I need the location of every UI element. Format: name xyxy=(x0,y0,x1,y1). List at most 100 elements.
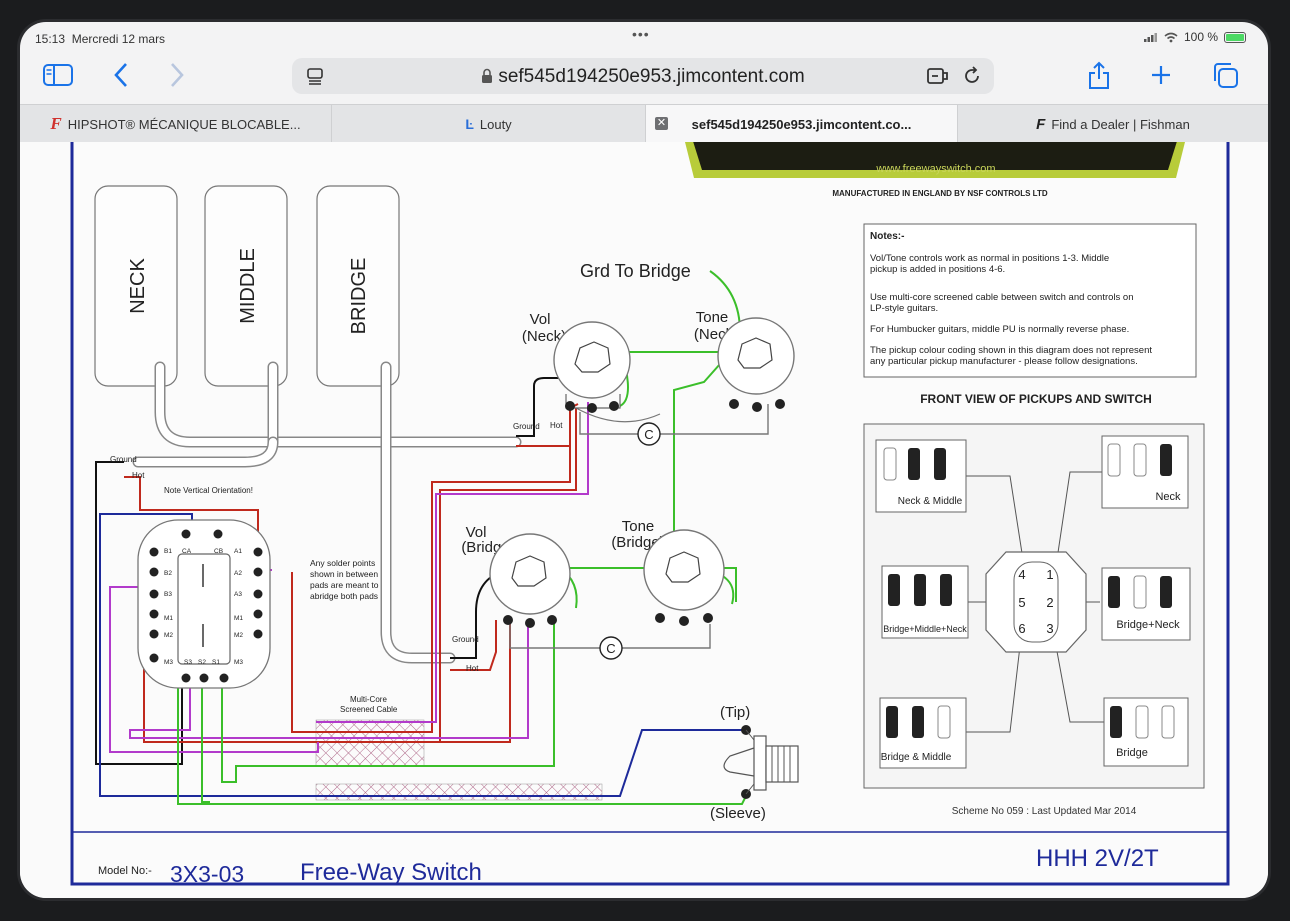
website-text: www.freewayswitch.com xyxy=(875,163,995,175)
position-bridge-middle: Bridge & Middle xyxy=(879,697,967,769)
config-name: HHH 2V/2T xyxy=(1036,845,1159,872)
share-icon[interactable] xyxy=(1084,52,1114,98)
position-bridge-middle-neck: Bridge+Middle+Neck xyxy=(881,565,969,639)
multitask-dots-icon[interactable]: ••• xyxy=(632,26,650,42)
battery-icon xyxy=(1224,31,1246,43)
tab-label: sef545d194250e953.jimcontent.co... xyxy=(691,116,912,132)
svg-text:2: 2 xyxy=(1046,595,1053,610)
browser-toolbar: sef545d194250e953.jimcontent.com xyxy=(20,52,1268,104)
reload-icon[interactable] xyxy=(962,66,982,86)
svg-text:Bridge & Middle: Bridge & Middle xyxy=(881,752,952,763)
svg-text:CB: CB xyxy=(214,548,223,555)
louty-favicon-icon: Ŀ xyxy=(465,116,474,132)
battery-percent: 100 % xyxy=(1183,30,1218,44)
svg-text:5: 5 xyxy=(1018,595,1025,610)
pot-label: Tone xyxy=(622,518,655,535)
svg-text:M3: M3 xyxy=(234,659,243,666)
forward-icon[interactable] xyxy=(162,52,192,98)
tip-label: (Tip) xyxy=(720,704,750,721)
notes-title: Notes:- xyxy=(870,231,904,242)
svg-text:Use multi-core screened cable: Use multi-core screened cable between sw… xyxy=(870,292,1134,303)
tab-label: HIPSHOT® MÉCANIQUE BLOCABLE... xyxy=(67,116,301,132)
freeway-switch-pads: B1 CA CB A1 B2 B3 M1 M2 M3 A2 A3 M1 M2 M… xyxy=(137,519,271,689)
new-tab-icon[interactable] xyxy=(1146,52,1176,98)
tab-label: Louty xyxy=(479,116,512,132)
svg-text:S1: S1 xyxy=(212,659,220,666)
pot-vol-bridge: Vol (Bridge) xyxy=(461,524,571,628)
wifi-icon xyxy=(1164,32,1178,42)
tab-fishman[interactable]: F Find a Dealer | Fishman xyxy=(958,105,1268,143)
pot-vol-neck: Vol (Neck) xyxy=(522,311,631,413)
position-bridge-neck: Bridge+Neck xyxy=(1101,567,1191,641)
position-bridge: Bridge xyxy=(1103,697,1189,767)
sidebar-toggle-icon[interactable] xyxy=(38,52,78,98)
address-bar[interactable]: sef545d194250e953.jimcontent.com xyxy=(292,58,994,94)
back-icon[interactable] xyxy=(106,52,136,98)
scheme-text: Scheme No 059 : Last Updated Mar 2014 xyxy=(952,806,1137,817)
pickup-label: MIDDLE xyxy=(237,248,259,324)
signal-icon xyxy=(1143,33,1157,42)
svg-text:A1: A1 xyxy=(234,548,242,555)
switch-front-view: 4 1 5 2 6 3 xyxy=(985,551,1087,653)
cable-label: Multi-Core xyxy=(350,695,387,704)
pot-label: Vol xyxy=(530,311,551,328)
model-number: 3X3-03 xyxy=(170,861,244,887)
svg-text:M3: M3 xyxy=(164,659,173,666)
svg-text:The pickup colour coding shown: The pickup colour coding shown in this d… xyxy=(870,345,1152,356)
position-neck: Neck xyxy=(1101,435,1189,509)
pickup-cables xyxy=(132,361,522,664)
status-time: 15:13 xyxy=(35,32,66,46)
solder-note: Any solder points shown in between pads … xyxy=(310,558,379,601)
svg-text:Bridge+Neck: Bridge+Neck xyxy=(1116,619,1180,631)
manufacturer-text: MANUFACTURED IN ENGLAND BY NSF CONTROLS … xyxy=(832,189,1047,198)
sleeve-label: (Sleeve) xyxy=(710,805,766,822)
svg-text:Neck: Neck xyxy=(1155,491,1181,503)
svg-text:LP-style guitars.: LP-style guitars. xyxy=(870,303,938,314)
fishman-favicon-icon: F xyxy=(1036,115,1046,133)
freeway-logo-banner: www.freewayswitch.com xyxy=(685,142,1185,178)
grd-to-bridge-label: Grd To Bridge xyxy=(580,261,691,281)
svg-text:4: 4 xyxy=(1018,567,1025,582)
ground-label-switch: Ground xyxy=(110,455,137,464)
product-name: Free-Way Switch xyxy=(300,859,482,886)
svg-text:M2: M2 xyxy=(234,632,243,639)
svg-text:abridge both pads: abridge both pads xyxy=(310,591,378,601)
svg-text:A3: A3 xyxy=(234,591,242,598)
close-tab-icon[interactable]: ✕ xyxy=(655,117,668,130)
svg-text:shown in between: shown in between xyxy=(310,569,378,579)
svg-text:S2: S2 xyxy=(198,659,206,666)
position-neck-middle: Neck & Middle xyxy=(875,439,967,513)
pot-tone-neck: Tone (Neck) xyxy=(694,309,795,412)
svg-text:B3: B3 xyxy=(164,591,172,598)
tab-hipshot[interactable]: F HIPSHOT® MÉCANIQUE BLOCABLE... xyxy=(20,105,332,143)
notes-box: Notes:- Vol/Tone controls work as normal… xyxy=(863,223,1197,378)
front-view-panel: 4 1 5 2 6 3 Neck & Middle xyxy=(863,423,1205,789)
svg-text:B1: B1 xyxy=(164,548,172,555)
status-date: Mercredi 12 mars xyxy=(71,32,166,46)
ground-label-neck: Ground xyxy=(513,422,540,431)
pot-label: Tone xyxy=(696,309,729,326)
svg-text:1: 1 xyxy=(1046,567,1053,582)
url-text: sef545d194250e953.jimcontent.com xyxy=(498,66,805,87)
pickup-label: BRIDGE xyxy=(348,258,370,335)
svg-text:Bridge: Bridge xyxy=(1116,747,1148,759)
pickup-middle: MIDDLE xyxy=(204,185,288,387)
svg-text:B2: B2 xyxy=(164,570,172,577)
svg-text:M1: M1 xyxy=(234,615,243,622)
tab-jimcontent[interactable]: ✕ sef545d194250e953.jimcontent.co... xyxy=(646,105,958,143)
reader-icon[interactable] xyxy=(306,67,324,85)
tab-bar: F HIPSHOT® MÉCANIQUE BLOCABLE... Ŀ Louty… xyxy=(20,104,1268,144)
hot-label-neck: Hot xyxy=(550,421,563,430)
pot-label: (Neck) xyxy=(522,328,566,345)
svg-text:M1: M1 xyxy=(164,615,173,622)
cap-label: C xyxy=(606,641,615,656)
extensions-icon[interactable] xyxy=(926,65,950,87)
lock-icon xyxy=(482,68,493,83)
svg-text:A2: A2 xyxy=(234,570,242,577)
svg-text:3: 3 xyxy=(1046,621,1053,636)
cap-label: C xyxy=(644,427,653,442)
note-vertical-orientation: Note Vertical Orientation! xyxy=(164,486,253,495)
tab-louty[interactable]: Ŀ Louty xyxy=(332,105,646,143)
svg-text:Neck & Middle: Neck & Middle xyxy=(898,496,963,507)
tab-overview-icon[interactable] xyxy=(1208,52,1242,98)
